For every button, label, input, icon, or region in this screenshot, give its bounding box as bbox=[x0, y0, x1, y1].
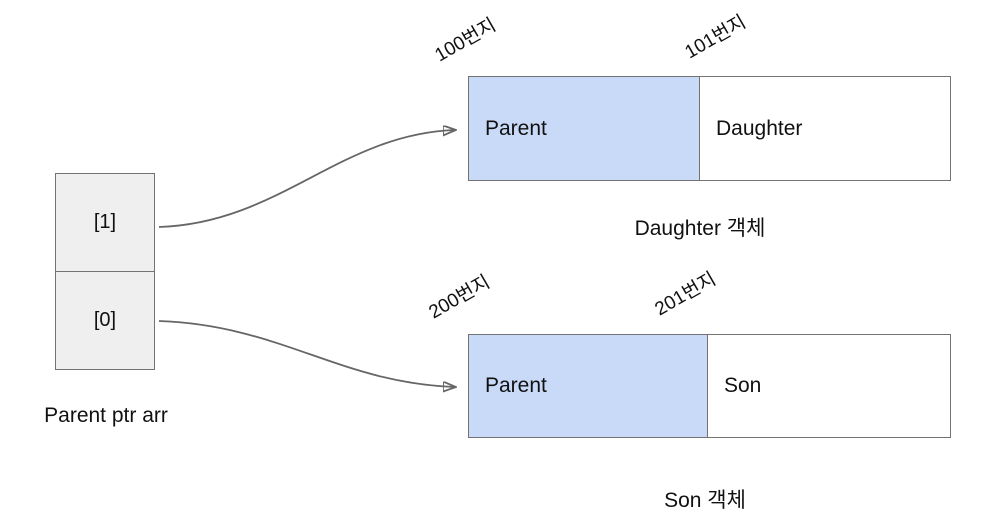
arrow-index1-to-daughter bbox=[158, 130, 455, 228]
pointer-array-caption: Parent ptr arr bbox=[44, 404, 168, 427]
son-son-cell: Son bbox=[724, 374, 762, 397]
parent-ptr-array: [1] [0] bbox=[55, 173, 155, 370]
address-label-101: 101번지 bbox=[681, 11, 750, 64]
daughter-object-box: Parent Daughter bbox=[468, 76, 951, 181]
arrow-index0-to-son bbox=[158, 320, 455, 387]
address-label-100: 100번지 bbox=[431, 14, 500, 67]
address-label-201: 201번지 bbox=[651, 268, 720, 321]
array-cell-index-1: [1] bbox=[56, 174, 154, 272]
daughter-object-caption: Daughter 객체 bbox=[634, 217, 766, 240]
daughter-daughter-cell: Daughter bbox=[716, 116, 803, 140]
address-label-200: 200번지 bbox=[425, 271, 494, 324]
son-object-caption: Son 객체 bbox=[664, 489, 746, 512]
array-cell-index-0: [0] bbox=[93, 309, 117, 331]
son-parent-cell: Parent bbox=[469, 335, 708, 437]
daughter-parent-cell: Parent bbox=[469, 77, 700, 180]
son-object-box: Parent Son bbox=[468, 334, 951, 438]
